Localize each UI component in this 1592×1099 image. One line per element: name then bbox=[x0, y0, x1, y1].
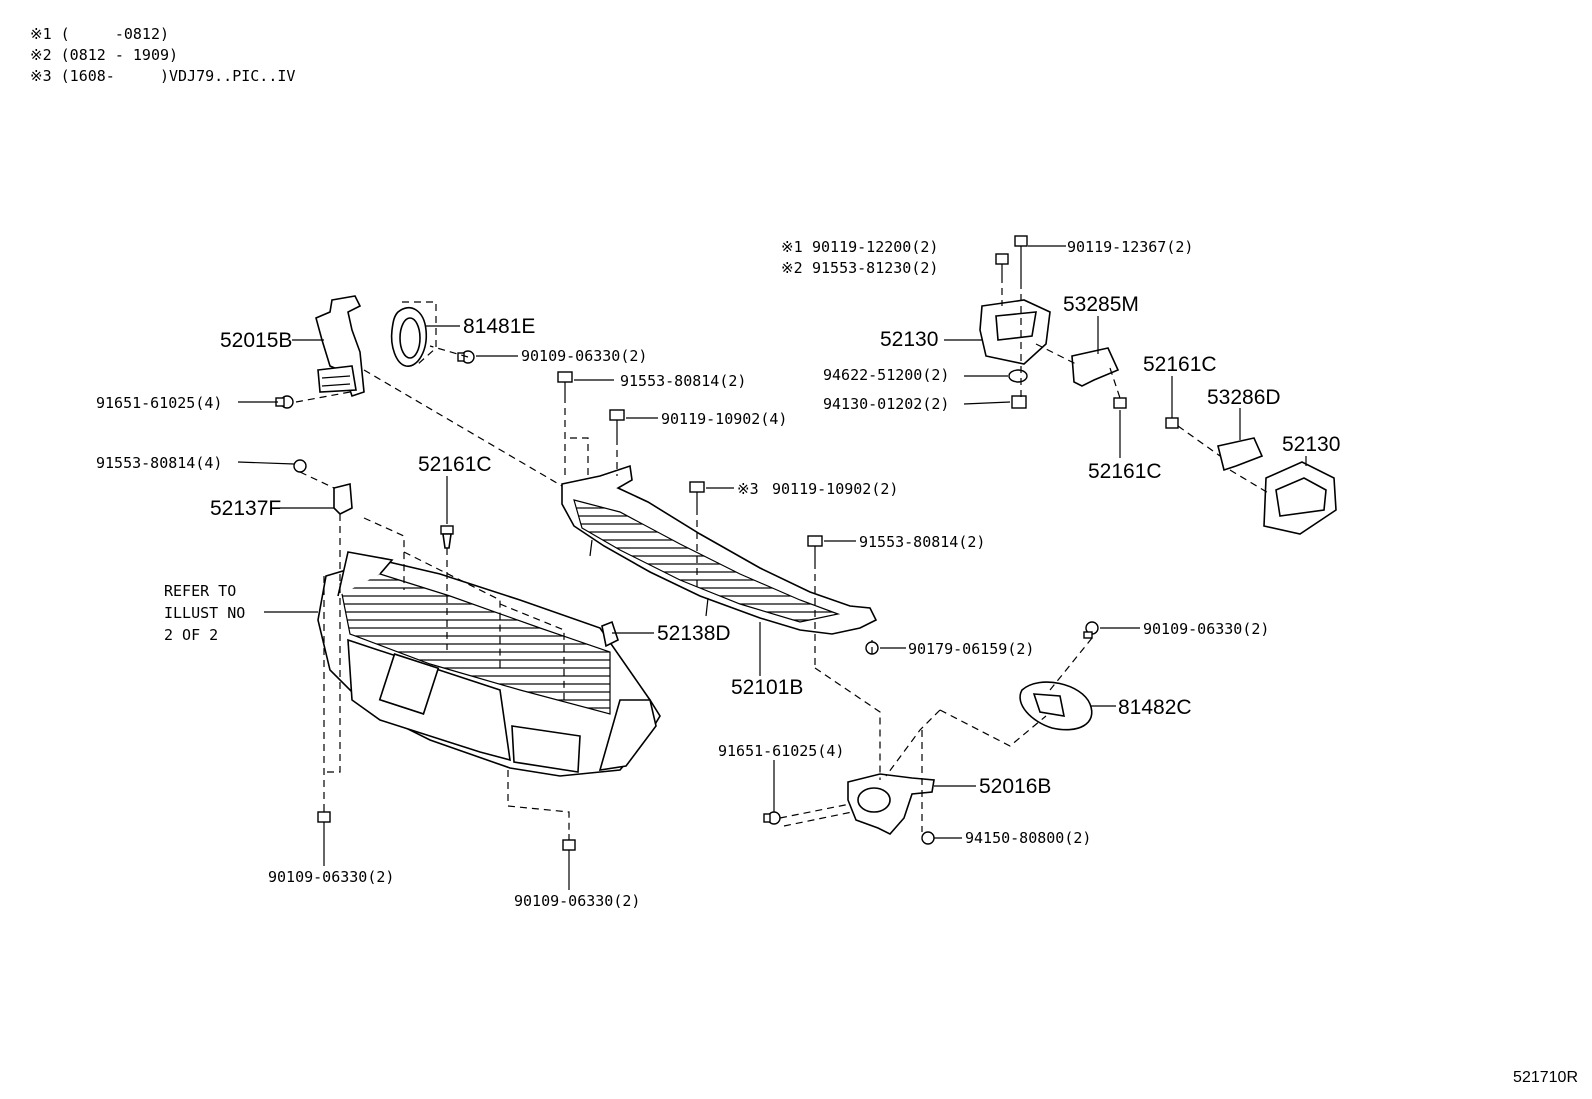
note-2: ※2 (0812 - 1909) bbox=[30, 46, 179, 64]
label-91553-81230: 91553-81230(2) bbox=[812, 259, 938, 277]
bolt-90109-06330-upper bbox=[457, 350, 475, 364]
refer-line-1: REFER TO bbox=[164, 582, 236, 600]
bolt-91553-80814-upper bbox=[557, 371, 573, 396]
bolt-90109-06330-lower-mid bbox=[562, 834, 576, 851]
label-mark-3: ※3 bbox=[737, 480, 759, 498]
clip-52161C-mid bbox=[1113, 397, 1127, 409]
washer-94622-51200 bbox=[1008, 369, 1028, 383]
label-53286D: 53286D bbox=[1207, 386, 1281, 409]
bolt-91651-61025-left bbox=[275, 395, 294, 409]
label-52130-a: 52130 bbox=[880, 328, 938, 351]
bolt-90119-12200 bbox=[995, 253, 1009, 276]
label-81481E: 81481E bbox=[463, 315, 535, 338]
label-94622-51200: 94622-51200(2) bbox=[823, 366, 949, 384]
bumper-cover bbox=[317, 551, 661, 777]
label-90109-06330-c: 90109-06330(2) bbox=[268, 868, 394, 886]
label-91553-80814-a: 91553-80814(2) bbox=[620, 372, 746, 390]
part-81481E bbox=[390, 301, 437, 367]
label-52130-b: 52130 bbox=[1282, 433, 1340, 456]
part-81482C bbox=[1019, 681, 1093, 731]
bracket-52138D bbox=[601, 620, 619, 648]
refer-line-3: 2 OF 2 bbox=[164, 626, 218, 644]
bolt-90109-06330-right bbox=[1083, 621, 1099, 639]
bracket-52130-lower bbox=[1263, 461, 1337, 535]
bolt-91553-80814-lower bbox=[807, 535, 823, 562]
label-91651-61025-b: 91651-61025(4) bbox=[718, 742, 844, 760]
bolt-90119-10902-2 bbox=[689, 481, 705, 508]
bracket-52137F bbox=[333, 482, 353, 515]
label-90109-06330-d: 90109-06330(2) bbox=[514, 892, 640, 910]
label-mark-2: ※2 bbox=[781, 259, 803, 277]
label-52161C-a: 52161C bbox=[418, 453, 492, 476]
label-mark-1: ※1 bbox=[781, 238, 803, 256]
label-52101B: 52101B bbox=[731, 676, 803, 699]
clip-52161C-left bbox=[440, 525, 454, 549]
label-52137F: 52137F bbox=[210, 497, 281, 520]
label-52015B: 52015B bbox=[220, 329, 292, 352]
label-52138D: 52138D bbox=[657, 622, 731, 645]
label-90119-12367: 90119-12367(2) bbox=[1067, 238, 1193, 256]
label-94150-80800: 94150-80800(2) bbox=[965, 829, 1091, 847]
label-52161C-c: 52161C bbox=[1088, 460, 1162, 483]
label-91651-61025-a: 91651-61025(4) bbox=[96, 394, 222, 412]
nut-94130-01202 bbox=[1011, 395, 1027, 409]
label-81482C: 81482C bbox=[1118, 696, 1192, 719]
applicability-notes: ※1 ( -0812) ※2 (0812 - 1909) ※3 (1608- )… bbox=[30, 24, 295, 87]
note-1: ※1 ( -0812) bbox=[30, 25, 169, 43]
label-52161C-b: 52161C bbox=[1143, 353, 1217, 376]
label-90119-10902-2: 90119-10902(2) bbox=[772, 480, 898, 498]
label-90109-06330-b: 90109-06330(2) bbox=[1143, 620, 1269, 638]
label-94130-01202: 94130-01202(2) bbox=[823, 395, 949, 413]
label-91553-80814-4: 91553-80814(4) bbox=[96, 454, 222, 472]
refer-line-2: ILLUST NO bbox=[164, 604, 245, 622]
label-90119-10902-4: 90119-10902(4) bbox=[661, 410, 787, 428]
bolt-90109-06330-lower-left bbox=[317, 806, 331, 823]
bolt-90119-10902-4 bbox=[609, 409, 625, 438]
label-52016B: 52016B bbox=[979, 775, 1051, 798]
bolt-91651-61025-right bbox=[763, 811, 781, 825]
bracket-53285M bbox=[1071, 347, 1120, 387]
bracket-52016B bbox=[847, 773, 935, 835]
label-90109-06330-a: 90109-06330(2) bbox=[521, 347, 647, 365]
leader-lines bbox=[237, 245, 1307, 890]
label-90119-12200: 90119-12200(2) bbox=[812, 238, 938, 256]
bracket-52015B bbox=[315, 295, 365, 398]
label-90179-06159: 90179-06159(2) bbox=[908, 640, 1034, 658]
label-91553-80814-b: 91553-80814(2) bbox=[859, 533, 985, 551]
bolt-90119-12367 bbox=[1014, 235, 1028, 282]
bracket-52130-upper bbox=[979, 299, 1051, 365]
nut-94150-80800 bbox=[921, 831, 935, 845]
assembly-lines bbox=[295, 276, 1271, 834]
bracket-53286D bbox=[1217, 437, 1264, 472]
note-3: ※3 (1608- )VDJ79..PIC..IV bbox=[30, 67, 296, 85]
nut-91553-80814-4 bbox=[293, 459, 307, 473]
label-53285M: 53285M bbox=[1063, 293, 1139, 316]
figure-reference: 521710R bbox=[1513, 1069, 1578, 1086]
reinforcement-52101B bbox=[561, 464, 878, 635]
clip-52161C-right bbox=[1165, 417, 1179, 429]
